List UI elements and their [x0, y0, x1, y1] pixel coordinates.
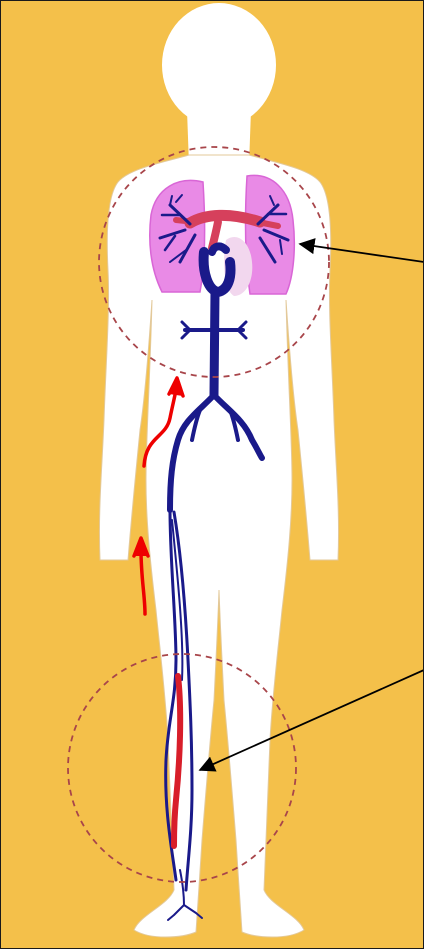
inferior-vena-cava: [214, 292, 215, 395]
head: [162, 3, 276, 127]
left-lung: [150, 180, 205, 292]
